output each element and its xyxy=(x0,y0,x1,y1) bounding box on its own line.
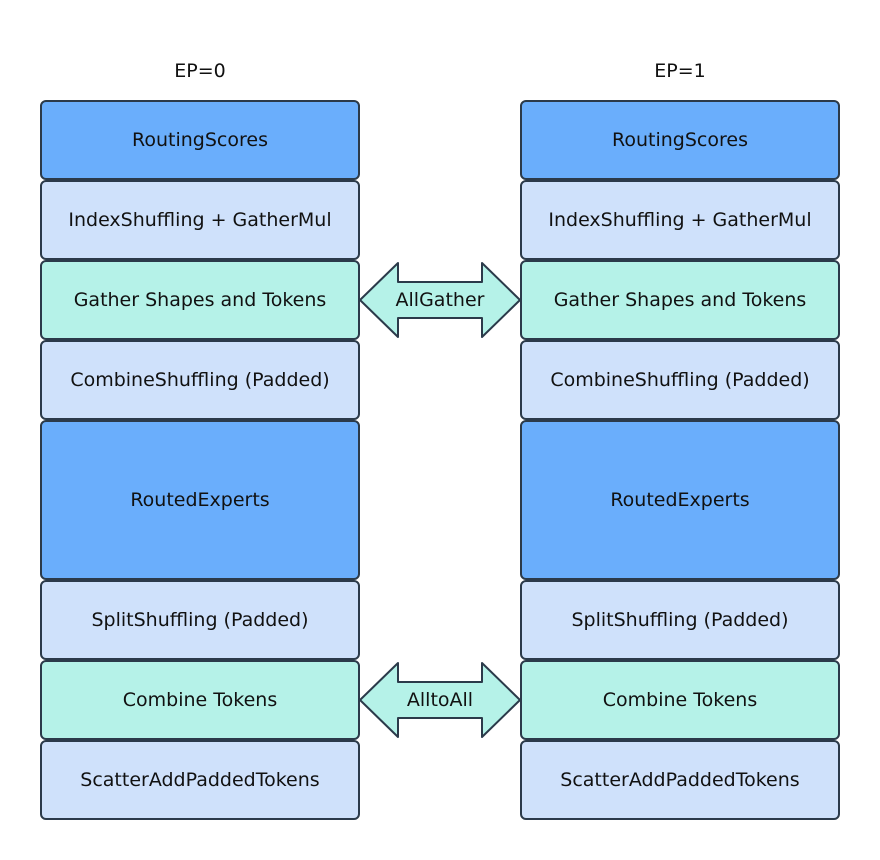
block-index-shuffling: IndexShuffling + GatherMul xyxy=(520,180,840,260)
alltoall-label: AlltoAll xyxy=(406,689,474,711)
block-split-shuffling: SplitShuffling (Padded) xyxy=(520,580,840,660)
block-scatter-add: ScatterAddPaddedTokens xyxy=(520,740,840,820)
column-title-ep0: EP=0 xyxy=(174,60,226,82)
block-gather-shapes: Gather Shapes and Tokens xyxy=(40,260,360,340)
block-combine-shuffling: CombineShuffling (Padded) xyxy=(520,340,840,420)
block-combine-shuffling: CombineShuffling (Padded) xyxy=(40,340,360,420)
block-split-shuffling: SplitShuffling (Padded) xyxy=(40,580,360,660)
block-gather-shapes: Gather Shapes and Tokens xyxy=(520,260,840,340)
block-index-shuffling: IndexShuffling + GatherMul xyxy=(40,180,360,260)
block-routed-experts: RoutedExperts xyxy=(520,420,840,580)
double-arrow-icon xyxy=(359,262,521,338)
column-title-ep1: EP=1 xyxy=(654,60,706,82)
block-scatter-add: ScatterAddPaddedTokens xyxy=(40,740,360,820)
allgather-label: AllGather xyxy=(395,289,485,311)
allgather-connector: AllGather xyxy=(358,260,522,340)
block-routing-scores: RoutingScores xyxy=(40,100,360,180)
block-routing-scores: RoutingScores xyxy=(520,100,840,180)
alltoall-connector: AlltoAll xyxy=(358,660,522,740)
block-combine-tokens: Combine Tokens xyxy=(40,660,360,740)
double-arrow-icon xyxy=(359,662,521,738)
block-routed-experts: RoutedExperts xyxy=(40,420,360,580)
block-combine-tokens: Combine Tokens xyxy=(520,660,840,740)
